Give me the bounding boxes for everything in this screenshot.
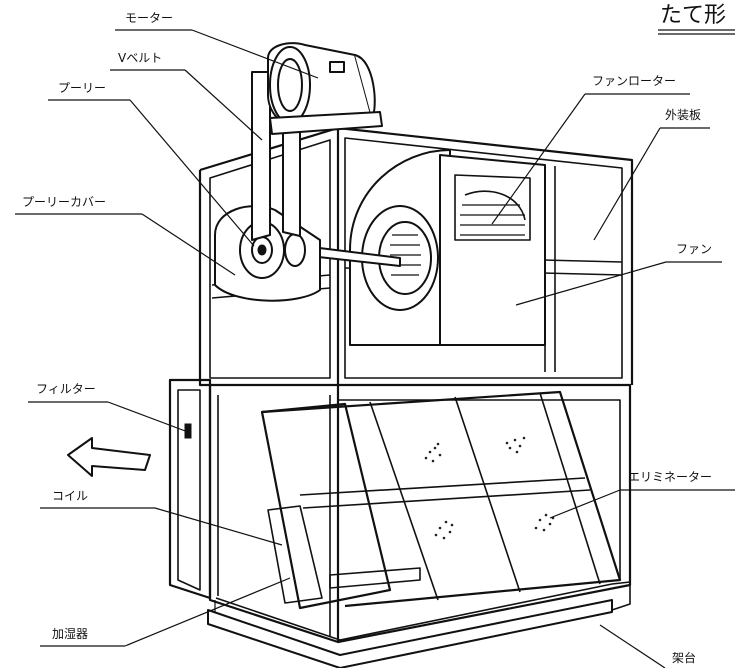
label-fan: ファン (515, 242, 722, 306)
airflow-arrow-icon (67, 437, 151, 477)
label-outer-panel: 外装板 (593, 108, 710, 241)
base-frame-shape (207, 581, 631, 668)
label-pulley-text: プーリー (58, 81, 106, 95)
unit-drawing (67, 42, 634, 668)
label-fan-rotor: ファンローター (491, 74, 690, 225)
label-coil-text: コイル (52, 489, 88, 503)
label-coil: コイル (40, 489, 283, 546)
label-outer-panel-text: 外装板 (665, 108, 701, 122)
label-v-belt-text: Vベルト (118, 51, 162, 65)
fan-scroll (349, 149, 546, 346)
label-v-belt: Vベルト (110, 51, 263, 141)
label-humidifier-text: 加湿器 (52, 626, 88, 641)
coil-eliminator-panels (260, 390, 622, 610)
label-base-frame-text: 架台 (672, 650, 696, 665)
header-fragment: たて形 (658, 3, 735, 35)
label-motor-text: モーター (125, 11, 173, 25)
label-motor: モーター (115, 11, 319, 79)
label-fan-rotor-text: ファンローター (592, 74, 676, 88)
label-base-frame: 架台 (599, 624, 696, 668)
label-humidifier: 加湿器 (40, 577, 291, 647)
label-pulley-cover: プーリーカバー (15, 195, 236, 276)
header-fragment-text: たて形 (660, 3, 726, 28)
label-eliminator-text: エリミネーター (628, 470, 712, 484)
label-filter-text: フィルター (36, 382, 96, 396)
motor-shape (267, 42, 383, 135)
eliminator-stipple (424, 436, 555, 540)
label-fan-text: ファン (676, 242, 712, 256)
label-pulley-cover-text: プーリーカバー (22, 195, 106, 209)
label-pulley: プーリー (48, 81, 255, 247)
label-filter: フィルター (28, 382, 189, 433)
label-eliminator: エリミネーター (549, 470, 735, 519)
lower-casing (168, 378, 632, 644)
